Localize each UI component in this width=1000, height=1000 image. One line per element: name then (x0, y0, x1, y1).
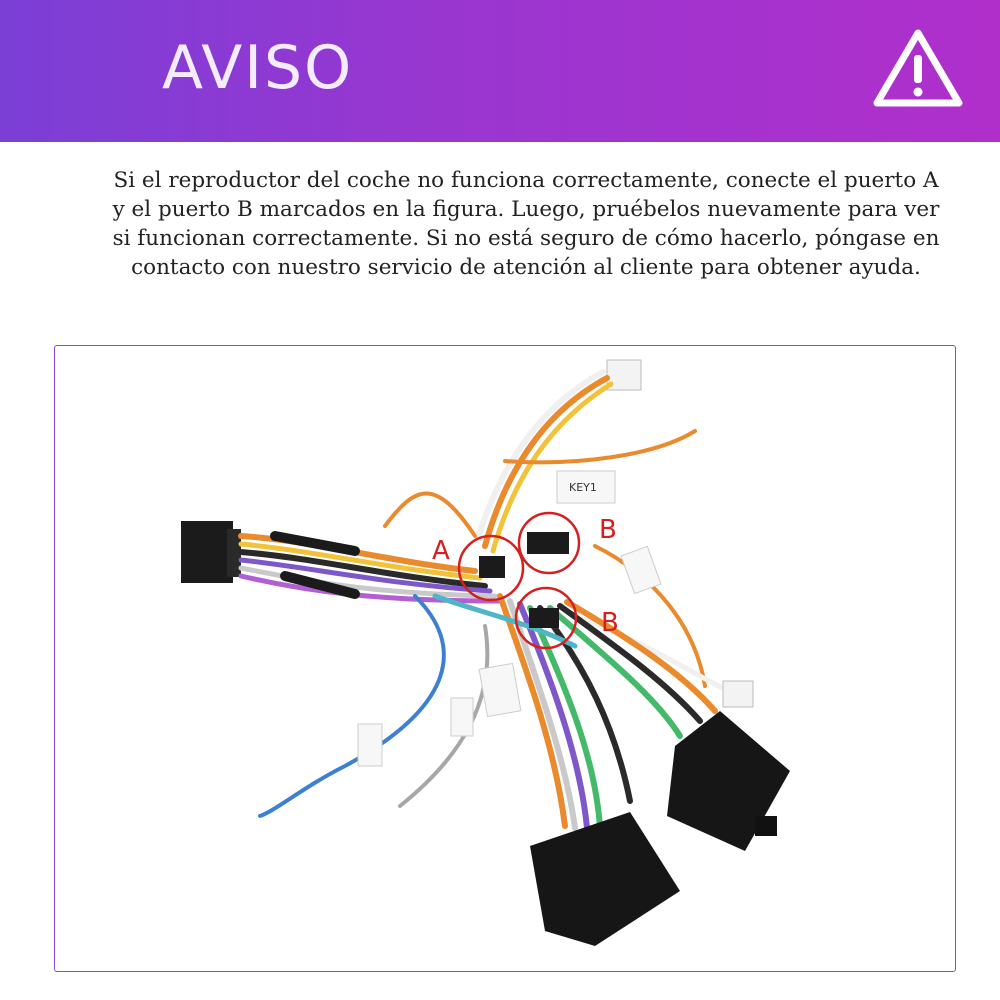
notice-line: contacto con nuestro servicio de atenció… (131, 255, 921, 280)
wire-bundle-center (432, 593, 718, 831)
wire-bundle-left (238, 531, 503, 604)
port-b-upper-marker (517, 511, 581, 575)
side-tag (620, 545, 662, 595)
notice-line: y el puerto B marcados en la figura. Lue… (112, 197, 940, 222)
right-small-connector (722, 680, 754, 708)
key1-tag-text: KEY1 (569, 481, 597, 494)
header-banner: AVISO (0, 0, 1000, 142)
port-b-upper-label: B (599, 515, 617, 545)
port-b-lower-label: B (601, 608, 619, 638)
left-connector (181, 521, 233, 583)
bottom-left-connector (530, 812, 680, 946)
port-a-marker (457, 534, 525, 602)
port-b-lower-marker (514, 586, 578, 650)
blue-wire (258, 594, 446, 818)
notice-message: Si el reproductor del coche no funciona … (60, 166, 992, 282)
key1-tag (556, 470, 616, 504)
notice-line: Si el reproductor del coche no funciona … (113, 168, 939, 193)
port-a-label: A (432, 536, 450, 566)
grey-wire (398, 624, 490, 808)
notice-line: si funcionan correctamente. Si no está s… (112, 226, 940, 251)
wiring-harness-illustration: KEY1 (181, 359, 790, 946)
page-title: AVISO (162, 33, 354, 103)
wiring-harness-figure: KEY1 (54, 345, 956, 972)
warning-triangle-icon (873, 29, 963, 107)
